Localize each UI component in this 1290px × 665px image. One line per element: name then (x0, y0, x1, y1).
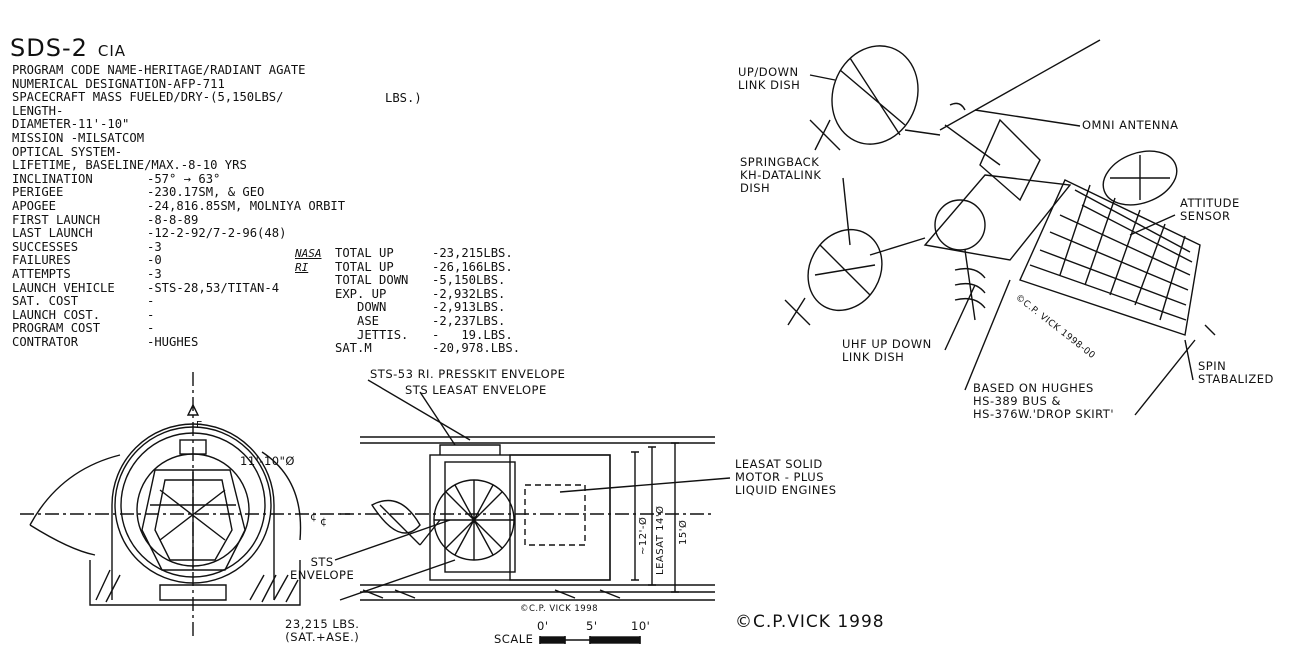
spec-key: DIAMETER-11'-10" (12, 117, 130, 132)
label-sts-envelope: STS ENVELOPE (290, 555, 355, 582)
spec-value: - (147, 294, 155, 309)
mass-value: -20,978.LBS. (432, 341, 521, 356)
payload-bay-side-view: ¢ (320, 379, 731, 601)
mass-label: TOTAL DOWN (335, 273, 409, 288)
label-uhf-dish: UHF UP DOWN LINK DISH (842, 337, 932, 364)
spec-value: - (147, 321, 155, 336)
spec-value: -12-2-92/7-2-96(48) (147, 226, 287, 241)
mass-value: -5,150LBS. (432, 273, 506, 288)
spec-value: -HUGHES (147, 334, 199, 349)
spec-line: PROGRAM CODE NAME-HERITAGE/RADIANT AGATE (12, 63, 306, 77)
spec-key: MISSION -MILSATCOM (12, 130, 145, 145)
spec-key: SAT. COST (12, 294, 79, 309)
spec-key: SUCCESSES (12, 239, 79, 254)
spec-value: -24,816.85SM, MOLNIYA ORBIT (147, 198, 346, 213)
spec-value: -STS-28,53/TITAN-4 (147, 280, 280, 295)
spec-key: CONTRATOR (12, 334, 79, 349)
svg-text:E: E (196, 420, 202, 431)
label-dim-15ft: 15'Ø (678, 519, 689, 545)
spec-key: INCLINATION (12, 171, 93, 186)
spec-value: -230.17SM, & GEO (147, 185, 265, 200)
spec-key: APOGEE (12, 198, 57, 213)
spec-value: -8-8-89 (147, 212, 199, 227)
scale-tick-10: 10' (631, 619, 651, 633)
label-diameter: 11'-10"Ø (240, 454, 295, 468)
scale-label: SCALE (494, 632, 534, 646)
mass-table: NASA TOTAL UP -23,215LBS. RI TOTAL UP -26,16… (295, 246, 535, 356)
mass-label: JETTIS. (335, 327, 409, 342)
spec-value: - (147, 307, 155, 322)
spec-value: -3 (147, 239, 162, 254)
spec-key: FIRST LAUNCH (12, 212, 101, 227)
label-omni-antenna: OMNI ANTENNA (1082, 118, 1179, 132)
mass-value: -2,913LBS. (432, 300, 506, 315)
svg-text:¢: ¢ (310, 510, 317, 523)
spec-key: ATTEMPTS (12, 266, 71, 281)
spec-key: PROGRAM COST (12, 321, 101, 336)
scale-tick-0: 0' (537, 619, 549, 633)
mass-value: -2,932LBS. (432, 286, 506, 301)
stamp-bay-view: ©C.P. VICK 1998 (520, 604, 599, 614)
mass-value: -23,215LBS. (432, 246, 513, 260)
agency-label: CIA (97, 42, 127, 60)
spec-key: FAILURES (12, 253, 71, 268)
page-title: SDS-2 CIA (10, 34, 126, 62)
satellite-perspective-view (784, 39, 1216, 416)
spec-key: LAUNCH COST. (12, 307, 101, 322)
scale-tick-5: 5' (586, 619, 598, 633)
spec-sheet: PROGRAM CODE NAME-HERITAGE/RADIANT AGATE… (12, 63, 345, 349)
mass-label: TOTAL UP (335, 259, 394, 274)
label-dim-12ft: ~12'-Ø (638, 516, 649, 555)
copyright: ©C.P.VICK 1998 (735, 612, 885, 632)
mass-label: DOWN (335, 300, 387, 315)
label-springback-dish: SPRINGBACK KH-DATALINK DISH (740, 155, 822, 195)
label-leasat-motor: LEASAT SOLID MOTOR - PLUS LIQUID ENGINES (735, 457, 837, 497)
label-sts-leasat-envelope: STS LEASAT ENVELOPE (405, 383, 547, 397)
mass-value: -26,166LBS. (432, 259, 513, 274)
svg-text:¢: ¢ (320, 515, 327, 528)
end-view-drawing: E ¢ (20, 372, 350, 640)
label-spin-stabalized: SPIN STABALIZED (1198, 359, 1274, 386)
spec-key: LAST LAUNCH (12, 226, 93, 241)
spec-key: LENGTH- (12, 103, 64, 118)
spec-key: LAUNCH VEHICLE (12, 280, 115, 295)
mass-value: -2,237LBS. (432, 313, 506, 328)
scale-bar (539, 636, 641, 644)
label-attitude-sensor: ATTITUDE SENSOR (1180, 196, 1240, 223)
label-dim-14ft: LEASAT 14'Ø (655, 505, 666, 575)
spec-line: SPACECRAFT MASS FUELED/DRY-(5,150LBS/ (12, 90, 284, 105)
mass-source: NASA (295, 247, 322, 260)
mass-label: EXP. UP (335, 286, 387, 301)
mass-source: RI (295, 260, 309, 274)
spec-key: LIFETIME, BASELINE/MAX.-8-10 YRS (12, 158, 247, 173)
mass-label: ASE (335, 313, 380, 328)
spec-value: -57° → 63° (147, 171, 221, 186)
label-sts53-envelope: STS-53 RI. PRESSKIT ENVELOPE (370, 367, 566, 381)
label-updown-dish: UP/DOWN LINK DISH (738, 65, 801, 92)
mass-label: SAT.M (335, 341, 372, 356)
spec-line: NUMERICAL DESIGNATION-AFP-711 (12, 76, 225, 91)
spec-value: -0 (147, 253, 162, 268)
label-weight: 23,215 LBS. (SAT.+ASE.) (285, 617, 360, 644)
program-name: SDS-2 (10, 34, 88, 62)
spec-value: -3 (147, 266, 162, 281)
mass-dry-unit: LBS.) (385, 91, 422, 105)
mass-label: TOTAL UP (335, 246, 394, 260)
label-hughes-bus: BASED ON HUGHES HS-389 BUS & HS-376W.'DR… (973, 381, 1114, 421)
mass-value: - 19.LBS. (432, 327, 513, 342)
spec-key: OPTICAL SYSTEM- (12, 144, 123, 159)
spec-key: PERIGEE (12, 185, 64, 200)
